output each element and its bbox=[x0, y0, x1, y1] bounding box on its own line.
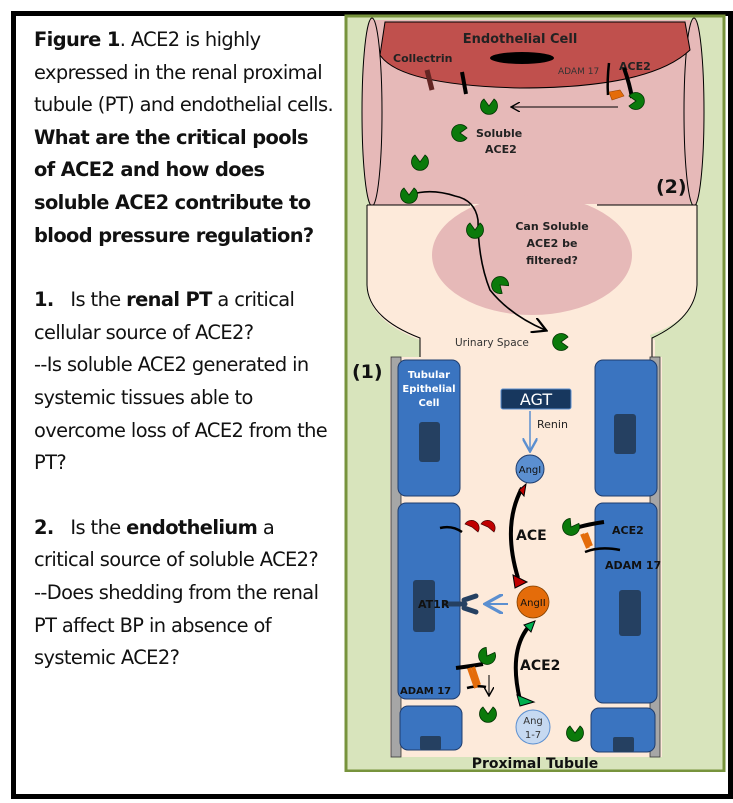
q1-post: a critical cellular source of ACE2? bbox=[34, 288, 295, 344]
at1r-label: AT1R bbox=[418, 598, 450, 611]
tubular-cell-label-3: Cell bbox=[419, 398, 440, 409]
nucleus-left-1 bbox=[419, 422, 440, 462]
tubular-cell-label-2: Epithelial bbox=[402, 384, 455, 395]
ace2-top-label: ACE2 bbox=[619, 60, 651, 73]
nucleus-left-3 bbox=[420, 736, 441, 750]
filtration-path-arrow bbox=[409, 190, 545, 330]
question-1: 1. Is the renal PT a critical cellular s… bbox=[34, 284, 334, 349]
ace-domain-1 bbox=[464, 520, 480, 533]
ace2-conversion-label: ACE2 bbox=[520, 658, 560, 674]
angii-label: AngII bbox=[520, 598, 545, 609]
angi-label: AngI bbox=[519, 465, 541, 476]
collectrin-protein bbox=[424, 69, 435, 91]
key-question-text: What are the critical pools of ACE2 and … bbox=[34, 125, 314, 247]
key-question: What are the critical pools of ACE2 and … bbox=[34, 122, 334, 252]
q2-bold: endothelium bbox=[126, 515, 258, 539]
q2-post: a critical source of soluble ACE2? bbox=[34, 515, 319, 572]
ang17-molecule bbox=[515, 709, 551, 745]
region-2-label: (2) bbox=[656, 176, 687, 198]
adam17-enzyme-right bbox=[580, 532, 593, 549]
ace-label: ACE bbox=[516, 528, 547, 544]
agt-label: AGT bbox=[520, 390, 552, 409]
bowman-wall-right bbox=[651, 205, 698, 360]
filtered-question-1: Can Soluble bbox=[515, 220, 588, 233]
bowman-wall-left bbox=[366, 205, 421, 360]
nucleus-right-2 bbox=[619, 590, 641, 636]
question-2-sub: --Does shedding from the renal PT affect… bbox=[34, 580, 319, 670]
figure-text: . ACE2 is highly expressed in the renal … bbox=[34, 28, 334, 117]
endothelial-nucleus bbox=[490, 52, 554, 64]
ace-anchor bbox=[439, 525, 463, 534]
adam17-right-label: ADAM 17 bbox=[605, 559, 661, 572]
figure-caption: Figure 1. ACE2 is highly expressed in th… bbox=[34, 24, 334, 122]
ace-conversion-arc bbox=[508, 487, 524, 579]
ace2-conversion-arc bbox=[513, 623, 532, 701]
tubular-cell-label-1: Tubular bbox=[408, 370, 450, 381]
nucleus-left-2 bbox=[413, 580, 435, 632]
nucleus-right-1 bbox=[614, 414, 636, 454]
q1-bold: renal PT bbox=[126, 288, 212, 312]
endothelial-cell-label: Endothelial Cell bbox=[463, 32, 578, 47]
renin-label: Renin bbox=[537, 418, 568, 431]
adam17-top-label: ADAM 17 bbox=[558, 67, 599, 77]
region-1-label: (1) bbox=[352, 361, 383, 383]
ace-arc-heads bbox=[512, 482, 529, 589]
question-1-sub: --Is soluble ACE2 generated in systemic … bbox=[34, 353, 328, 475]
adam17-enzyme-left bbox=[467, 666, 481, 689]
proximal-tubule-label: Proximal Tubule bbox=[472, 756, 599, 772]
soluble-ace2-label-2: ACE2 bbox=[485, 143, 517, 156]
ace2-right-label: ACE2 bbox=[612, 524, 644, 537]
collectrin-label: Collectrin bbox=[393, 52, 452, 65]
filtered-question-2: ACE2 be bbox=[527, 237, 578, 250]
nucleus-right-3 bbox=[613, 737, 634, 752]
soluble-ace2-label-1: Soluble bbox=[476, 127, 522, 140]
ang17-label-1: Ang bbox=[523, 716, 543, 727]
q2-number: 2. bbox=[34, 515, 54, 539]
q1-pre: Is the bbox=[70, 288, 127, 312]
adam17-left-label: ADAM 17 bbox=[400, 686, 451, 697]
ace-domain-2 bbox=[480, 520, 496, 533]
angi-molecule bbox=[515, 454, 545, 484]
ace2-anchor-right bbox=[578, 520, 605, 529]
agt-box bbox=[500, 388, 572, 410]
collectrin-protein-2 bbox=[460, 71, 468, 95]
adam17-enzyme-top bbox=[608, 89, 625, 101]
ace2-anchor-left bbox=[455, 662, 484, 670]
at1r-receptor bbox=[442, 593, 479, 615]
figure-label: Figure 1 bbox=[34, 28, 120, 51]
ang17-label-2: 1-7 bbox=[525, 730, 541, 741]
question-2: 2. Is the endothelium a critical source … bbox=[34, 512, 334, 577]
adam17-anchor-right bbox=[584, 547, 621, 554]
q1-number: 1. bbox=[34, 288, 54, 312]
ace2-arc-heads bbox=[516, 620, 536, 707]
adam17-anchor-top bbox=[606, 62, 611, 96]
vessel-left-end bbox=[361, 17, 383, 207]
q2-pre: Is the bbox=[70, 515, 127, 539]
angii-molecule bbox=[516, 585, 550, 619]
caption-panel: Figure 1. ACE2 is highly expressed in th… bbox=[34, 24, 334, 675]
urinary-space-label: Urinary Space bbox=[455, 337, 529, 349]
ace2-diagram: Endothelial Cell Collectrin ADAM 17 ACE2… bbox=[344, 14, 726, 772]
filtered-question-3: filtered? bbox=[526, 254, 578, 267]
